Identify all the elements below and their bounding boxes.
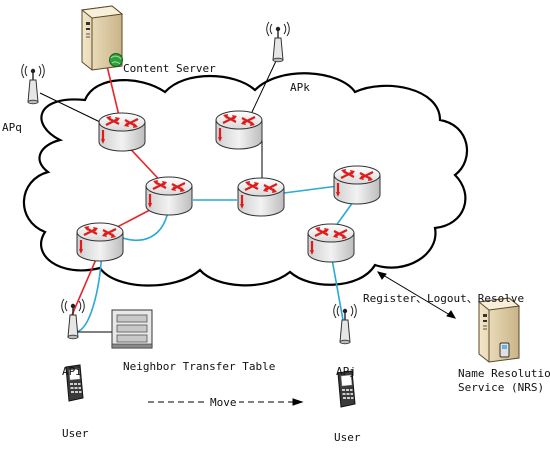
nrs-label-line1: Name Resolution bbox=[458, 367, 550, 380]
user-left-label: User bbox=[62, 427, 89, 440]
apq-label: APq bbox=[2, 121, 22, 134]
router-right bbox=[332, 164, 382, 206]
apk-label: APk bbox=[290, 81, 310, 94]
antenna-icon-apk bbox=[266, 21, 290, 63]
move-label: Move bbox=[208, 396, 239, 409]
antenna-icon-api bbox=[61, 298, 85, 340]
router-center-mid bbox=[236, 176, 286, 218]
content-server-label: Content Server bbox=[123, 62, 216, 75]
apj-label: APj bbox=[336, 365, 356, 378]
router-top-left bbox=[97, 111, 147, 153]
table-icon bbox=[111, 309, 153, 349]
router-top-mid bbox=[214, 109, 264, 151]
antenna-icon-apq bbox=[21, 63, 45, 105]
neighbor-table-label: Neighbor Transfer Table bbox=[123, 360, 276, 373]
router-bottom-left bbox=[75, 221, 125, 263]
api-label: APi bbox=[62, 365, 82, 378]
router-center-left bbox=[144, 175, 194, 217]
nrs-link-label: Register、Logout、Resolve bbox=[363, 292, 525, 305]
antenna-icon-apj bbox=[333, 303, 357, 345]
content-server-icon bbox=[81, 5, 123, 71]
router-bottom-right bbox=[306, 222, 356, 264]
nrs-server-icon bbox=[478, 297, 520, 363]
user-right-label: User bbox=[334, 431, 361, 444]
nrs-label-line2: Service (NRS) bbox=[458, 381, 545, 394]
